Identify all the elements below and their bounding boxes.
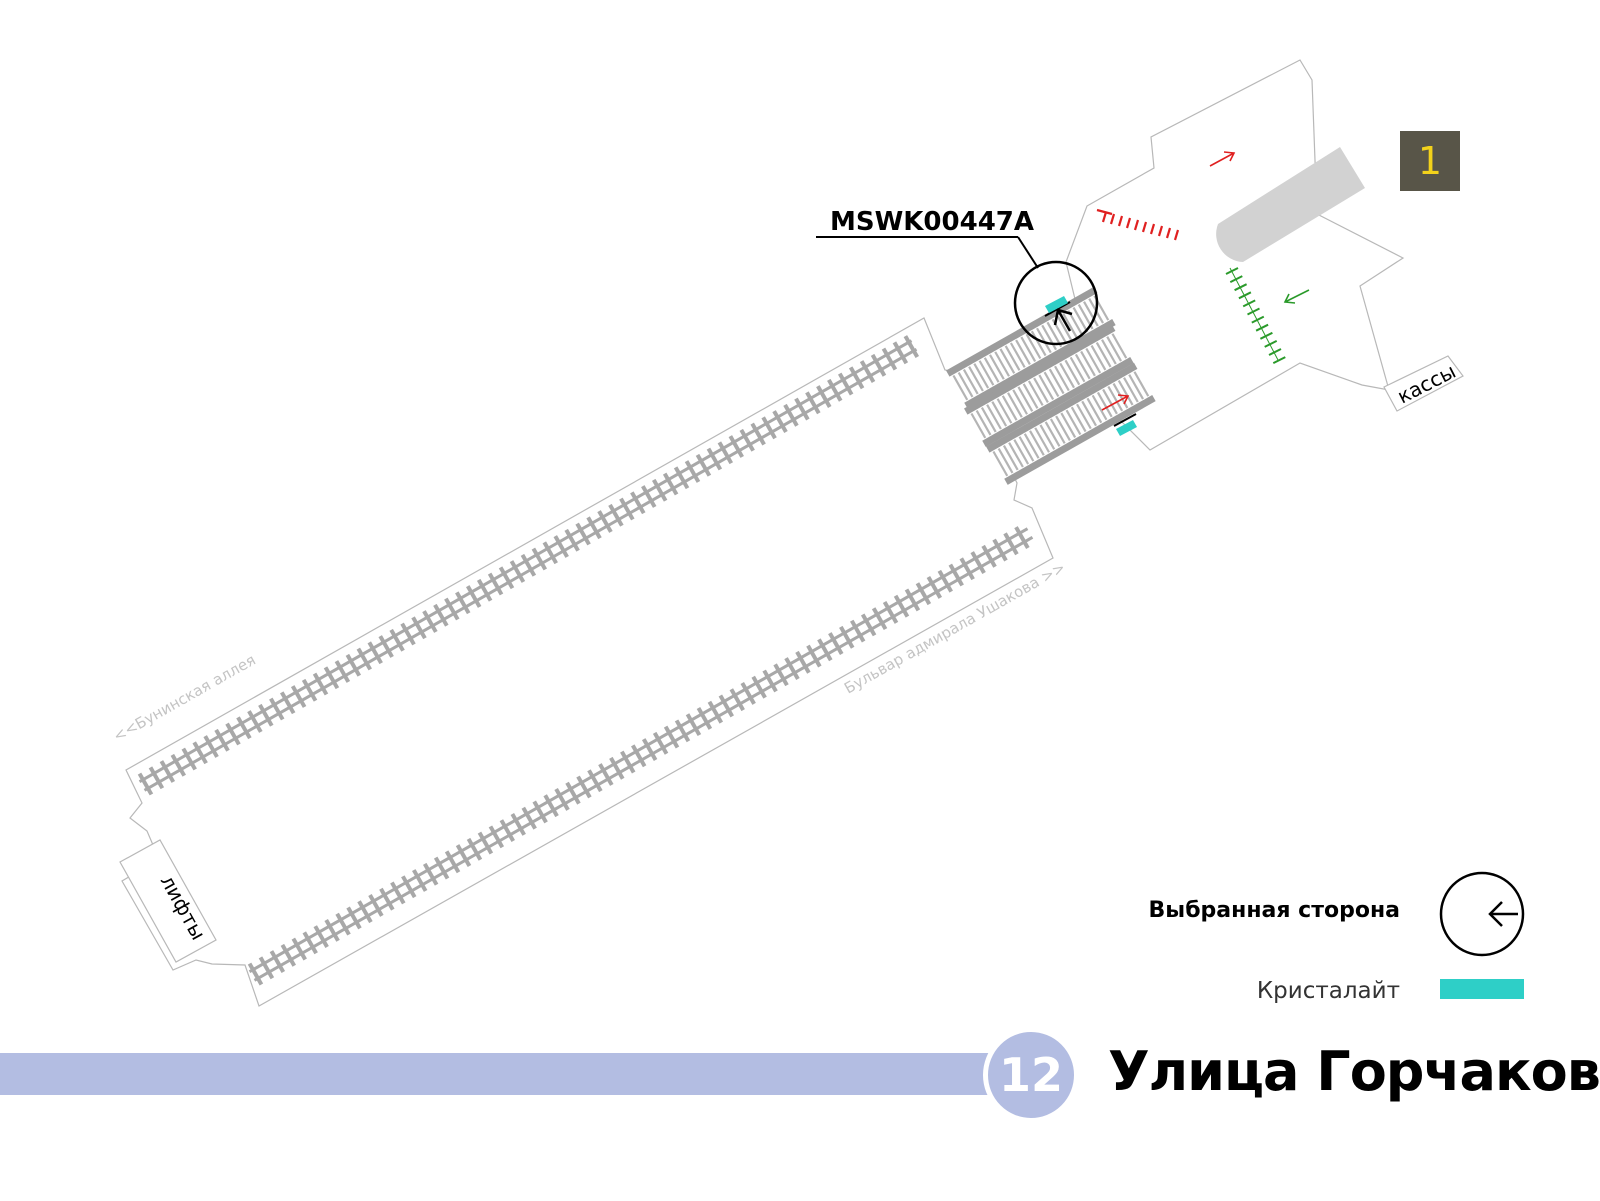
- exit-arrow: [1283, 289, 1310, 304]
- ticket-office-area: кассы: [1383, 355, 1464, 412]
- escalators: [946, 286, 1156, 485]
- rail-track-upper: [137, 335, 920, 796]
- escalator-3: [986, 362, 1156, 485]
- entry-arrow-escalator: [1101, 394, 1130, 411]
- arrow-left-icon: [1488, 901, 1518, 927]
- legend-crystalite-label: Кристалайт: [1256, 978, 1400, 1004]
- sign-code: MSWK00447A: [830, 207, 1034, 237]
- island-pillar: [1216, 147, 1365, 262]
- legend-selected-side-label: Выбранная сторона: [1148, 898, 1400, 923]
- arrow-up-icon: [1053, 308, 1073, 332]
- legend-selected-side-symbol: [1439, 871, 1525, 957]
- station-name: Улица Горчакова: [1108, 1040, 1600, 1103]
- rail-tracks: [137, 335, 1034, 986]
- exit-number-badge: 1: [1400, 131, 1460, 191]
- legend-crystalite-swatch: [1440, 979, 1524, 999]
- platform-outline: [121, 317, 1054, 1007]
- entry-arrow-top: [1209, 151, 1236, 167]
- rail-track-lower: [247, 526, 1034, 986]
- line-color-bar: [0, 1053, 1000, 1095]
- crystalite-sign-top: [1045, 296, 1068, 313]
- exit-number: 1: [1417, 139, 1443, 183]
- entry-turnstiles: [1096, 208, 1180, 241]
- escalator-2: [964, 324, 1134, 447]
- line-number: 12: [998, 1048, 1063, 1102]
- crystalite-marker-escalator: [1113, 413, 1137, 436]
- exit-turnstiles: [1225, 267, 1286, 364]
- line-number-badge: 12: [983, 1027, 1079, 1123]
- sign-callout: MSWK00447A: [816, 207, 1099, 346]
